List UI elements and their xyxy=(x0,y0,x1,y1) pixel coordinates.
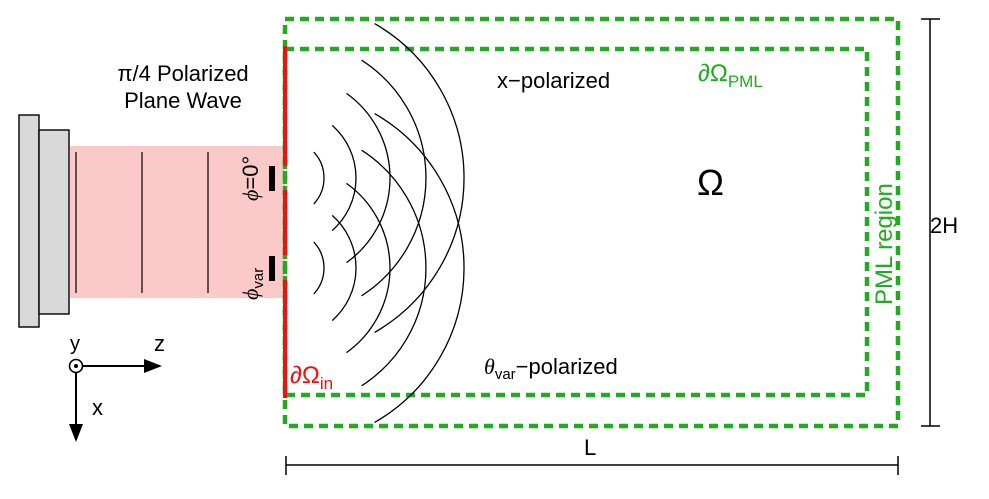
wavefront-arc-top xyxy=(374,23,465,333)
length-dimension xyxy=(285,456,899,475)
phase-plate-bottom xyxy=(269,256,275,281)
pml-region-label: PML region xyxy=(871,183,898,305)
beam-area xyxy=(70,146,285,298)
incident-beam xyxy=(70,146,285,298)
diffracted-wavefronts xyxy=(313,23,465,423)
z-axis-label: z xyxy=(154,331,165,356)
wavefront-arc-bottom xyxy=(313,241,325,295)
wavefront-arc-top xyxy=(346,92,391,264)
wavefront-arc-top xyxy=(331,124,357,232)
wavefront-arc-bottom xyxy=(361,149,427,387)
source-title-line1: π/4 Polarized xyxy=(117,61,248,86)
wavefront-arc-top xyxy=(313,151,325,205)
y-axis-label: y xyxy=(70,333,80,355)
wavefront-arc-bottom xyxy=(346,182,391,354)
phase-label-bottom: ϕvar xyxy=(238,268,267,300)
laser-source xyxy=(18,114,70,328)
omega-label: Ω xyxy=(697,162,724,203)
wavefront-arc-bottom xyxy=(331,214,357,322)
coordinate-axes xyxy=(68,358,162,442)
source-title-line2: Plane Wave xyxy=(124,88,242,113)
pml-boundary-label: ∂ΩPML xyxy=(698,60,763,91)
height-dimension xyxy=(921,18,940,427)
phase-plate-top xyxy=(269,166,275,191)
x-axis-label: x xyxy=(92,395,103,420)
wavefront-arc-top xyxy=(361,59,427,297)
wavefront-arc-bottom xyxy=(374,113,465,423)
length-label: L xyxy=(584,435,596,460)
input-boundary-label: ∂Ωin xyxy=(290,362,333,393)
phase-label-top: ϕ=0° xyxy=(238,156,263,201)
input-boundary xyxy=(283,46,287,398)
source-front-plate xyxy=(38,129,70,315)
theta-polarized-label: θvar−polarized xyxy=(484,354,618,383)
pml-inner-boundary xyxy=(282,46,870,398)
height-label: 2H xyxy=(930,213,958,238)
source-back-plate xyxy=(18,114,40,328)
x-polarized-label: x−polarized xyxy=(497,68,610,93)
